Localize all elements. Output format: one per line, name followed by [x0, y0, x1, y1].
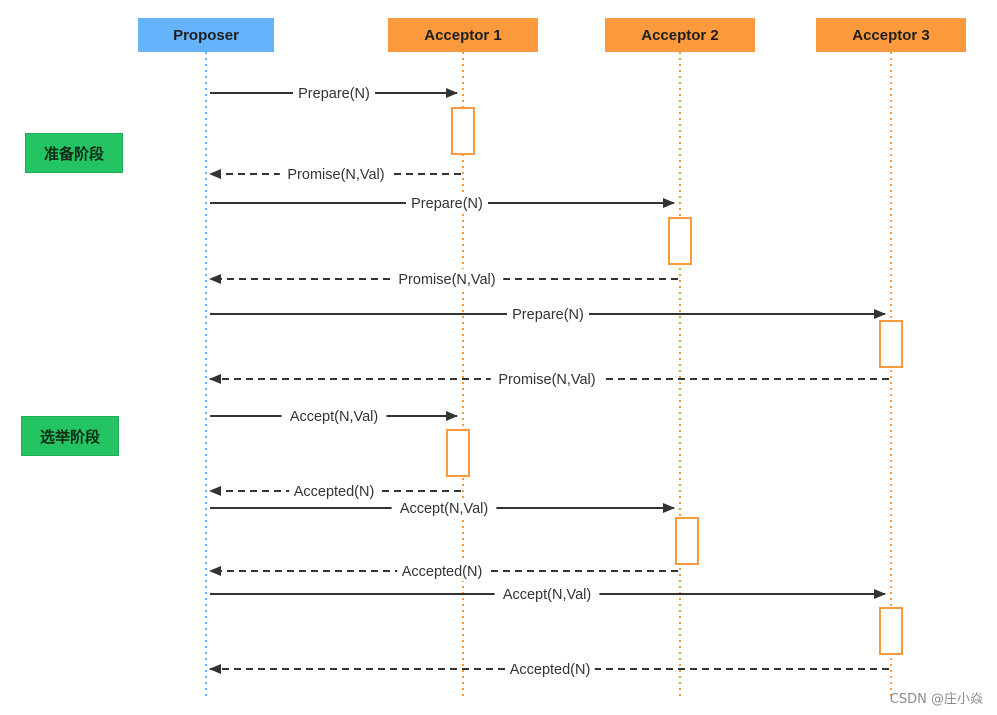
message-label-bg-11 — [494, 584, 600, 604]
message-label-bg-9 — [391, 498, 497, 518]
message-label-bg-12 — [505, 659, 595, 679]
message-label-1: Prepare(N) — [298, 86, 370, 102]
message-label-bg-8 — [289, 481, 379, 501]
message-label-3: Prepare(N) — [411, 196, 483, 212]
message-label-bg-1 — [293, 83, 375, 103]
message-label-bg-3 — [406, 193, 488, 213]
actor-acceptor-2: Acceptor 2 — [605, 18, 755, 52]
watermark: CSDN @庄小焱 — [889, 692, 983, 707]
message-label-8: Accepted(N) — [294, 484, 375, 500]
activation-box-1 — [451, 107, 475, 155]
message-label-bg-4 — [390, 269, 504, 289]
activation-box-6 — [879, 607, 903, 655]
actor-acceptor-1: Acceptor 1 — [388, 18, 538, 52]
message-label-bg-5 — [507, 304, 589, 324]
phase-label-accept: 选举阶段 — [21, 416, 119, 456]
message-label-bg-6 — [490, 369, 604, 389]
actor-proposer: Proposer — [138, 18, 274, 52]
message-label-10: Accepted(N) — [402, 564, 483, 580]
message-label-7: Accept(N,Val) — [290, 409, 378, 425]
message-label-11: Accept(N,Val) — [503, 587, 591, 603]
message-label-9: Accept(N,Val) — [400, 501, 488, 517]
activation-box-3 — [879, 320, 903, 368]
message-label-bg-7 — [281, 406, 387, 426]
phase-label-prepare: 准备阶段 — [25, 133, 123, 173]
message-label-4: Promise(N,Val) — [398, 272, 495, 288]
message-label-5: Prepare(N) — [512, 307, 584, 323]
message-label-12: Accepted(N) — [510, 662, 591, 678]
activation-box-4 — [446, 429, 470, 477]
activation-box-5 — [675, 517, 699, 565]
activation-box-2 — [668, 217, 692, 265]
message-label-bg-10 — [397, 561, 487, 581]
message-label-6: Promise(N,Val) — [498, 372, 595, 388]
message-label-bg-2 — [279, 164, 393, 184]
actor-acceptor-3: Acceptor 3 — [816, 18, 966, 52]
message-label-2: Promise(N,Val) — [287, 167, 384, 183]
